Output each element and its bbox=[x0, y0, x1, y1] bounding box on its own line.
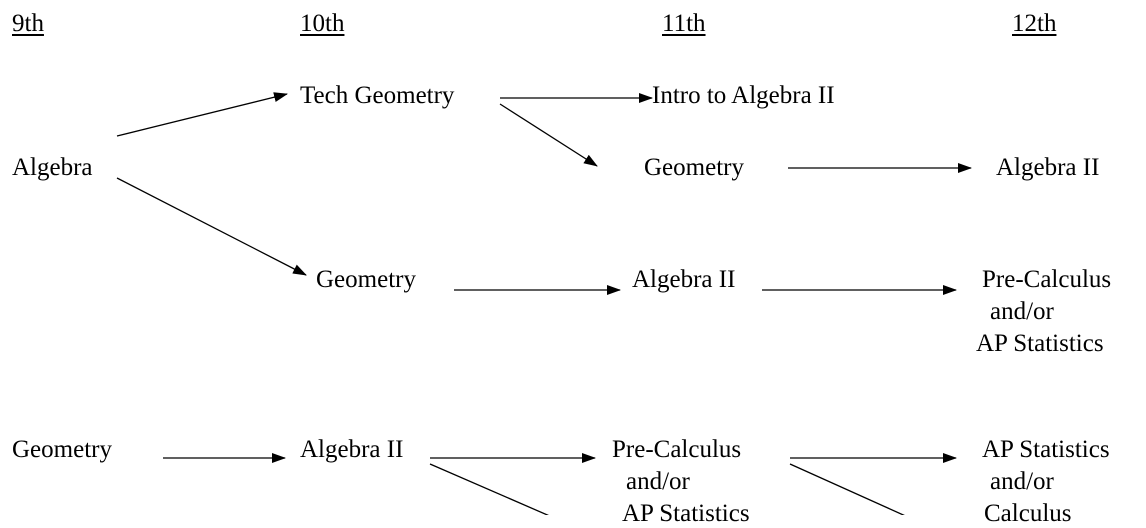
node-precalc-11-line2: and/or bbox=[626, 468, 690, 495]
arrow-algebra-to-tech-geometry bbox=[116, 92, 288, 137]
grade-header-10th: 10th bbox=[300, 10, 345, 37]
grade-header-11th: 11th bbox=[662, 10, 706, 37]
arrow-precalc-11-to-apstats-12-lower bbox=[789, 463, 905, 515]
grade-header-12th: 12th bbox=[1012, 10, 1057, 37]
node-geometry-10: Geometry bbox=[316, 266, 416, 293]
arrow-algebra-ii-10-to-precalc-11-lower bbox=[429, 463, 550, 515]
node-algebra: Algebra bbox=[12, 154, 93, 181]
node-apstats-12-line2: and/or bbox=[990, 468, 1054, 495]
arrow-tech-geometry-to-geometry-11 bbox=[499, 103, 598, 167]
node-algebra-ii-10: Algebra II bbox=[300, 436, 404, 463]
node-precalc-11-line1: Pre-Calculus bbox=[612, 436, 742, 463]
grade-header-9th: 9th bbox=[12, 10, 44, 37]
node-precalc-12-line1: Pre-Calculus bbox=[982, 266, 1112, 293]
node-precalc-12-line3: AP Statistics bbox=[976, 330, 1104, 357]
node-apstats-12-line1: AP Statistics bbox=[982, 436, 1110, 463]
node-precalc-11-line3: AP Statistics bbox=[622, 500, 750, 527]
course-pathway-diagram: 9th 10th 11th 12th Algebra Tech Geometry… bbox=[12, 10, 1112, 527]
node-algebra-ii-11: Algebra II bbox=[632, 266, 736, 293]
node-apstats-12-line3: Calculus bbox=[984, 500, 1072, 527]
node-precalc-12-line2: and/or bbox=[990, 298, 1054, 325]
pathway-arrows bbox=[116, 92, 972, 515]
node-algebra-ii-12: Algebra II bbox=[996, 154, 1100, 181]
arrow-algebra-to-geometry-10 bbox=[116, 177, 307, 276]
node-geometry-9: Geometry bbox=[12, 436, 112, 463]
node-intro-algebra-ii: Intro to Algebra II bbox=[652, 82, 835, 109]
node-tech-geometry: Tech Geometry bbox=[300, 82, 455, 109]
node-geometry-11: Geometry bbox=[644, 154, 744, 181]
